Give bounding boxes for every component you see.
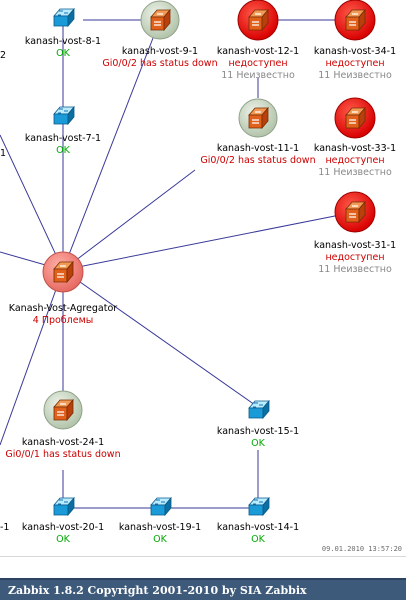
link-agg-kv9 [62,19,161,271]
host-unknown-count: 11 Неизвестно [318,167,392,178]
host-name: kanash-vost-12-1 [216,46,300,57]
host-name: kanash-vost-33-1 [313,143,397,154]
network-switch-icon [53,8,75,27]
host-name: kanash-vost-34-1 [313,46,397,57]
host-status: OK [56,48,70,59]
host-name: kanash-vost-15-1 [216,426,300,437]
host-status: OK [56,145,70,156]
host-name: kanash-vost-14-1 [216,522,300,533]
host-kanash-vost-24-1[interactable]: kanash-vost-24-1 Gi0/0/1 has status down [5,437,120,461]
network-switch-icon [248,497,270,516]
host-name: kanash-vost-8-1 [24,36,102,47]
link-agg-kv31 [62,211,356,271]
host-status: Gi0/0/2 has status down [200,155,316,166]
host-kanash-vost-34-1[interactable]: kanash-vost-34-1 недоступен 11 Неизвестн… [314,46,396,82]
footer-spacer [0,556,406,579]
host-name: kanash-vost-9-1 [121,46,199,57]
host-name: kanash-vost-31-1 [313,240,397,251]
network-switch-icon [248,400,270,419]
host-name: kanash-vost-24-1 [21,437,105,448]
map-canvas [0,0,376,516]
host-kanash-vost-7-1[interactable]: kanash-vost-7-1 OK [25,133,101,157]
link-agg-kv11 [62,169,196,271]
host-name: kanash-vost-19-1 [118,522,202,533]
host-kanash-vost-15-1[interactable]: kanash-vost-15-1 OK [217,426,299,450]
host-unknown-count: 11 Неизвестно [318,70,392,81]
host-kanash-vost-8-1[interactable]: kanash-vost-8-1 OK [25,36,101,60]
host-kanash-vost-11-1[interactable]: kanash-vost-11-1 Gi0/0/2 has status down [200,143,315,167]
host-kanash-vost-20-1[interactable]: kanash-vost-20-1 OK [22,522,104,546]
network-switch-icon [150,497,172,516]
host-status: Gi0/0/2 has status down [102,58,218,69]
host-status: OK [153,534,167,545]
link-agg-left-a [0,134,64,271]
partial-host-label: -1 [0,522,10,533]
host-kanash-vost-31-1[interactable]: kanash-vost-31-1 недоступен 11 Неизвестн… [314,240,396,276]
partial-host-label: 1 [0,148,7,159]
network-map: 2 1 -1 kanash-vost-8-1 OK kanash-vost-7-… [0,0,402,553]
host-kanash-vost-9-1[interactable]: kanash-vost-9-1 Gi0/0/2 has status down [102,46,217,70]
host-status: OK [56,534,70,545]
network-switch-icon [53,106,75,125]
host-status: недоступен [325,58,385,69]
host-kanash-vost-33-1[interactable]: kanash-vost-33-1 недоступен 11 Неизвестн… [314,143,396,179]
host-kanash-vost-19-1[interactable]: kanash-vost-19-1 OK [119,522,201,546]
host-kanash-vost-14-1[interactable]: kanash-vost-14-1 OK [217,522,299,546]
map-timestamp: 09.01.2010 13:57:20 [321,545,402,553]
host-kanash-vost-12-1[interactable]: kanash-vost-12-1 недоступен 11 Неизвестн… [217,46,299,82]
host-status: Gi0/0/1 has status down [5,449,121,460]
host-name: Kanash-Vost-Agregator [8,303,118,314]
host-status: недоступен [325,252,385,263]
host-status: недоступен [325,155,385,166]
copyright-footer: Zabbix 1.8.2 Copyright 2001-2010 by SIA … [0,578,406,600]
host-name: kanash-vost-7-1 [24,133,102,144]
link-agg-left-c [0,269,64,446]
host-unknown-count: 11 Неизвестно [318,264,392,275]
link-agg-kv15 [62,269,256,406]
network-switch-icon [53,497,75,516]
host-kanash-vost-agregator[interactable]: Kanash-Vost-Agregator 4 Проблемы [9,303,117,327]
host-status: OK [251,438,265,449]
host-problem-count: 4 Проблемы [32,315,94,326]
host-unknown-count: 11 Неизвестно [221,70,295,81]
host-name: kanash-vost-20-1 [21,522,105,533]
host-status: недоступен [228,58,288,69]
partial-host-label: 2 [0,50,7,61]
host-name: kanash-vost-11-1 [216,143,300,154]
host-status: OK [251,534,265,545]
